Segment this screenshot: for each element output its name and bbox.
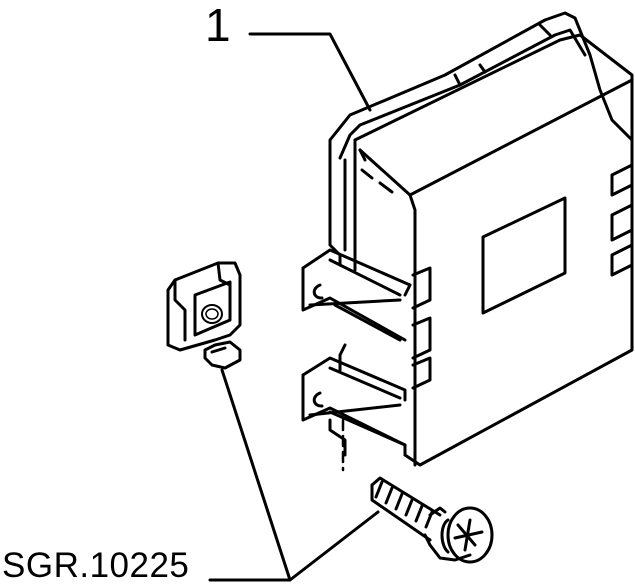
part-number-callout: 1 <box>205 0 231 51</box>
reference-code-label: SGR.10225 <box>2 546 190 585</box>
leader-lines-reference <box>208 368 380 582</box>
leader-line-part-1 <box>248 32 372 112</box>
control-unit <box>301 11 634 467</box>
screw <box>370 476 494 564</box>
cage-nut <box>166 261 242 370</box>
